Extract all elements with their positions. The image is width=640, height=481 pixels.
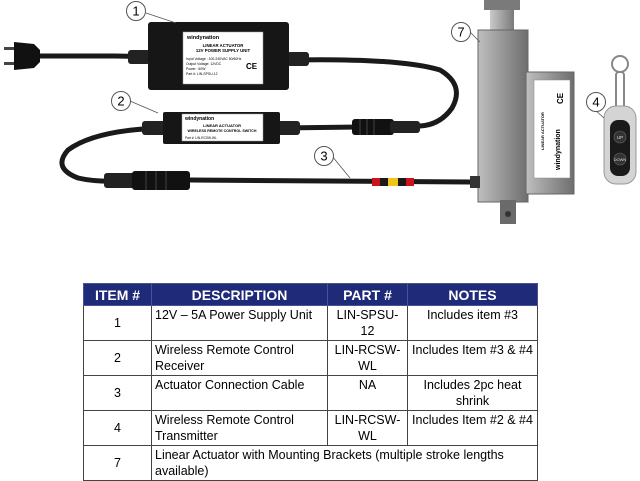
svg-text:7: 7 (457, 25, 464, 40)
table-header-row: ITEM # DESCRIPTION PART # NOTES (83, 283, 538, 306)
parts-table: ITEM # DESCRIPTION PART # NOTES 1 12V – … (83, 283, 538, 481)
ce-mark-icon: CE (246, 62, 258, 71)
receiver-title-1: LINEAR ACTUATOR (203, 123, 241, 128)
power-plug (4, 42, 40, 70)
cell-item: 4 (83, 410, 152, 446)
table-row: 1 12V – 5A Power Supply Unit LIN-SPSU-12… (83, 305, 538, 341)
cell-part: LIN-RCSW-WL (327, 340, 408, 376)
remote-down-label: DOWN (614, 157, 627, 162)
cell-item: 7 (83, 445, 152, 481)
header-item: ITEM # (83, 283, 152, 306)
callout-4: 4 (586, 92, 606, 112)
actuator-brand: windynation (555, 129, 562, 171)
callout-2: 2 (111, 91, 131, 111)
cell-description: Actuator Connection Cable (151, 375, 328, 411)
cell-description: Wireless Remote Control Receiver (151, 340, 328, 376)
callouts: 1 2 3 4 7 (111, 1, 606, 166)
inline-connector (352, 119, 420, 135)
psu-spec-4: Part #: LIN-SPSU-12 (186, 72, 218, 76)
actuator-ce-mark-icon: CE (556, 92, 565, 104)
power-supply-unit: windynation LINEAR ACTUATOR 12V POWER SU… (128, 22, 309, 90)
cell-item: 2 (83, 340, 152, 376)
psu-brand: windynation (186, 35, 220, 41)
leader-lines (129, 12, 605, 179)
header-part: PART # (327, 283, 408, 306)
product-diagram: windynation LINEAR ACTUATOR 12V POWER SU… (4, 0, 637, 224)
svg-text:CE: CE (246, 62, 258, 71)
actuator-label-title: LINEAR ACTUATOR (540, 112, 545, 150)
cell-part: NA (327, 375, 408, 411)
cell-description: Wireless Remote Control Transmitter (151, 410, 328, 446)
callout-3: 3 (314, 146, 334, 166)
header-description: DESCRIPTION (151, 283, 328, 306)
cell-notes: Includes item #3 (407, 305, 538, 341)
cell-part: LIN-SPSU-12 (327, 305, 408, 341)
callout-1: 1 (126, 1, 146, 21)
cell-notes: Includes Item #3 & #4 (407, 340, 538, 376)
psu-spec-3: Power : 60W (186, 67, 206, 71)
psu-title-2: 12V POWER SUPPLY UNIT (196, 48, 251, 53)
table-row: 2 Wireless Remote Control Receiver LIN-R… (83, 340, 538, 376)
cell-description: Linear Actuator with Mounting Brackets (… (151, 445, 538, 481)
receiver-part: Part #: LIN-RCSW-WL (185, 136, 217, 140)
svg-text:3: 3 (320, 149, 327, 164)
table-row: 4 Wireless Remote Control Transmitter LI… (83, 410, 538, 446)
cable-connector (104, 171, 190, 190)
callout-7: 7 (451, 22, 471, 42)
linear-actuator: windynation LINEAR ACTUATOR CE (470, 0, 575, 224)
table-row: 7 Linear Actuator with Mounting Brackets… (83, 445, 538, 481)
cell-item: 1 (83, 305, 152, 341)
psu-title-1: LINEAR ACTUATOR (203, 43, 245, 48)
psu-spec-2: Output Voltage: 12VDC (186, 62, 222, 66)
receiver-title-2: WIRELESS REMOTE CONTROL SWITCH (187, 129, 256, 133)
remote-transmitter: UP DOWN (603, 55, 637, 185)
cell-part: LIN-RCSW-WL (327, 410, 408, 446)
heat-shrink (372, 178, 414, 186)
psu-spec-1: Input Voltage : 100-240VAC 50/60Hz (186, 57, 242, 61)
svg-text:1: 1 (132, 4, 139, 19)
svg-text:2: 2 (117, 94, 124, 109)
svg-text:CE: CE (556, 92, 565, 104)
remote-up-label: UP (617, 135, 623, 140)
cell-notes: Includes Item #2 & #4 (407, 410, 538, 446)
header-notes: NOTES (407, 283, 538, 306)
cell-item: 3 (83, 375, 152, 411)
cell-notes: Includes 2pc heat shrink (407, 375, 538, 411)
table-row: 3 Actuator Connection Cable NA Includes … (83, 375, 538, 411)
wireless-receiver: windynation LINEAR ACTUATOR WIRELESS REM… (142, 112, 300, 144)
receiver-brand: windynation (184, 116, 214, 122)
svg-text:4: 4 (592, 95, 599, 110)
cell-description: 12V – 5A Power Supply Unit (151, 305, 328, 341)
